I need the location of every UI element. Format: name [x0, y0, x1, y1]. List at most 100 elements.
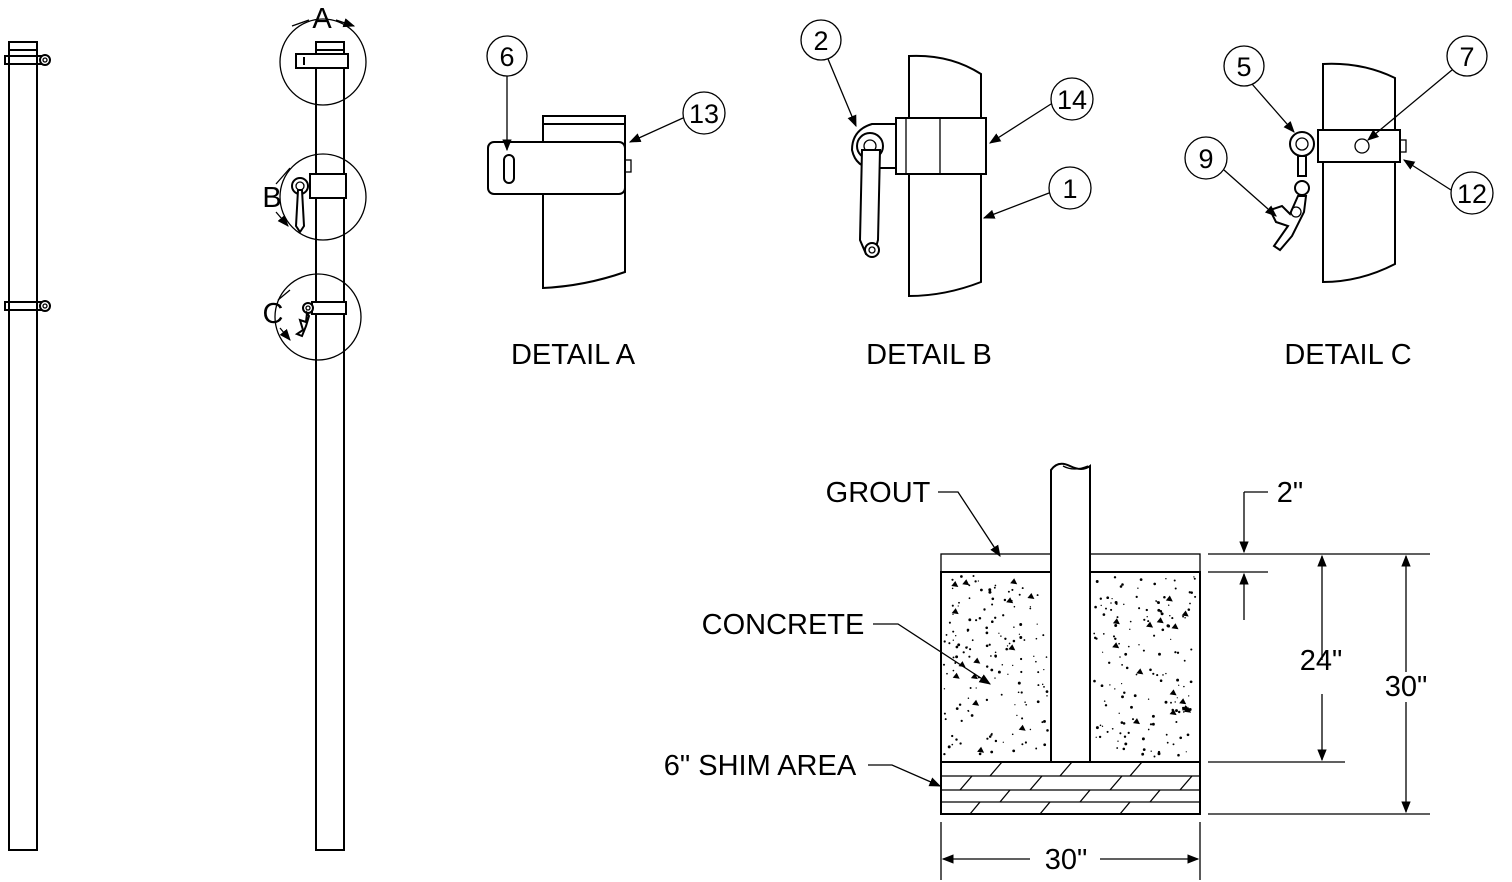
concrete-aggregate	[1184, 706, 1192, 713]
concrete-speckle	[1114, 624, 1118, 627]
balloon-14	[1050, 77, 1094, 121]
concrete-speckle	[1119, 656, 1121, 658]
concrete-speckle	[1143, 618, 1146, 621]
concrete-speckle	[958, 601, 960, 604]
concrete-aggregate	[1181, 610, 1189, 617]
concrete-speckle	[1106, 730, 1109, 733]
concrete-speckle	[994, 616, 997, 619]
concrete-speckle	[1184, 616, 1186, 619]
concrete-speckle	[966, 646, 968, 648]
concrete-aggregate	[1169, 689, 1177, 696]
concrete-speckle	[1098, 735, 1102, 739]
concrete-speckle	[1119, 732, 1122, 735]
concrete-speckle	[1147, 728, 1150, 731]
concrete-speckle	[1102, 633, 1105, 635]
concrete-speckle	[955, 655, 959, 659]
concrete-speckle	[1013, 605, 1016, 608]
concrete-speckle	[1176, 651, 1180, 654]
concrete-speckle	[951, 743, 954, 746]
concrete-speckle	[1012, 639, 1016, 643]
dim-width: 30"	[940, 822, 1201, 880]
concrete-speckle	[1037, 671, 1040, 674]
concrete-speckle	[1120, 721, 1124, 724]
concrete-speckle	[1135, 673, 1138, 676]
balloon-14-label: 14	[1057, 85, 1087, 115]
concrete-speckle	[1125, 666, 1129, 670]
concrete-speckle	[1163, 595, 1166, 599]
concrete-speckle	[1020, 670, 1023, 674]
concrete-speckle	[1000, 693, 1003, 696]
concrete-speckle	[1190, 591, 1193, 594]
balloon-7-label: 7	[1459, 42, 1474, 72]
concrete-speckle	[1194, 595, 1197, 598]
concrete-speckle	[985, 631, 989, 635]
concrete-speckle	[1035, 637, 1038, 640]
concrete-speckle	[1121, 583, 1124, 586]
concrete-speckle	[1193, 577, 1196, 580]
concrete-speckle	[1023, 639, 1026, 641]
grout-label: GROUT	[826, 477, 931, 509]
concrete-speckle	[1114, 637, 1117, 641]
concrete-aggregate	[962, 579, 970, 586]
concrete-speckle	[1041, 683, 1044, 686]
concrete-speckle	[1121, 683, 1123, 685]
concrete-speckle	[974, 580, 977, 583]
detail-b-pipe	[908, 54, 982, 298]
concrete-speckle	[1151, 722, 1155, 726]
balloon-9-label: 9	[1198, 144, 1213, 174]
balloon-2-label: 2	[813, 26, 828, 56]
concrete-speckle	[975, 619, 978, 622]
concrete-speckle	[954, 662, 957, 664]
callout-circle-b	[279, 153, 367, 241]
concrete-speckle	[1142, 748, 1146, 751]
concrete-speckle	[1147, 620, 1150, 623]
concrete-speckle	[1141, 752, 1145, 756]
concrete-speckle	[1004, 637, 1007, 640]
concrete-speckle	[1182, 711, 1185, 713]
concrete-speckle	[1110, 608, 1113, 611]
concrete-speckle	[994, 677, 996, 679]
concrete-speckle	[1135, 595, 1138, 599]
concrete-speckle	[957, 605, 959, 607]
concrete-speckle	[1005, 647, 1008, 651]
concrete-speckle	[1018, 593, 1021, 596]
grout-layer-right	[1089, 553, 1201, 573]
concrete-speckle	[975, 687, 977, 689]
concrete-speckle	[947, 745, 951, 749]
concrete-speckle	[1024, 701, 1026, 703]
concrete-speckle	[1002, 614, 1005, 617]
concrete-speckle	[1157, 750, 1161, 754]
concrete-speckle	[1174, 651, 1177, 654]
concrete-speckle	[978, 616, 982, 620]
leader-14	[989, 103, 1052, 144]
concrete-speckle	[1153, 582, 1157, 586]
concrete-speckle	[1165, 672, 1167, 675]
concrete-speckle	[1109, 684, 1111, 686]
concrete-speckle	[1025, 703, 1028, 706]
concrete-speckle	[1157, 752, 1161, 756]
concrete-speckle	[985, 698, 989, 702]
detail-c-bolt-head	[1354, 138, 1370, 154]
concrete-speckle	[1117, 740, 1119, 742]
concrete-speckle	[1001, 663, 1004, 666]
concrete-speckle	[1193, 576, 1195, 578]
concrete-speckle	[1146, 616, 1148, 618]
concrete-speckle	[1121, 663, 1124, 666]
concrete-speckle	[970, 714, 974, 717]
concrete-speckle	[1141, 737, 1145, 741]
concrete-speckle	[1019, 623, 1023, 626]
concrete-speckle	[1008, 642, 1011, 645]
concrete-speckle	[1017, 681, 1021, 685]
concrete-speckle	[1041, 721, 1044, 724]
concrete-aggregate	[1156, 617, 1164, 624]
concrete-speckle	[955, 645, 959, 649]
concrete-speckle	[988, 590, 992, 594]
detail-a-label: DETAIL A	[511, 339, 636, 371]
detail-c-clamp	[1317, 129, 1401, 163]
concrete-speckle	[1162, 674, 1164, 676]
concrete-speckle	[1166, 741, 1169, 744]
dim-depth-label: 24"	[1300, 645, 1343, 677]
leader-1	[982, 192, 1050, 219]
concrete-speckle	[988, 588, 992, 592]
balloon-6-label: 6	[499, 42, 514, 72]
